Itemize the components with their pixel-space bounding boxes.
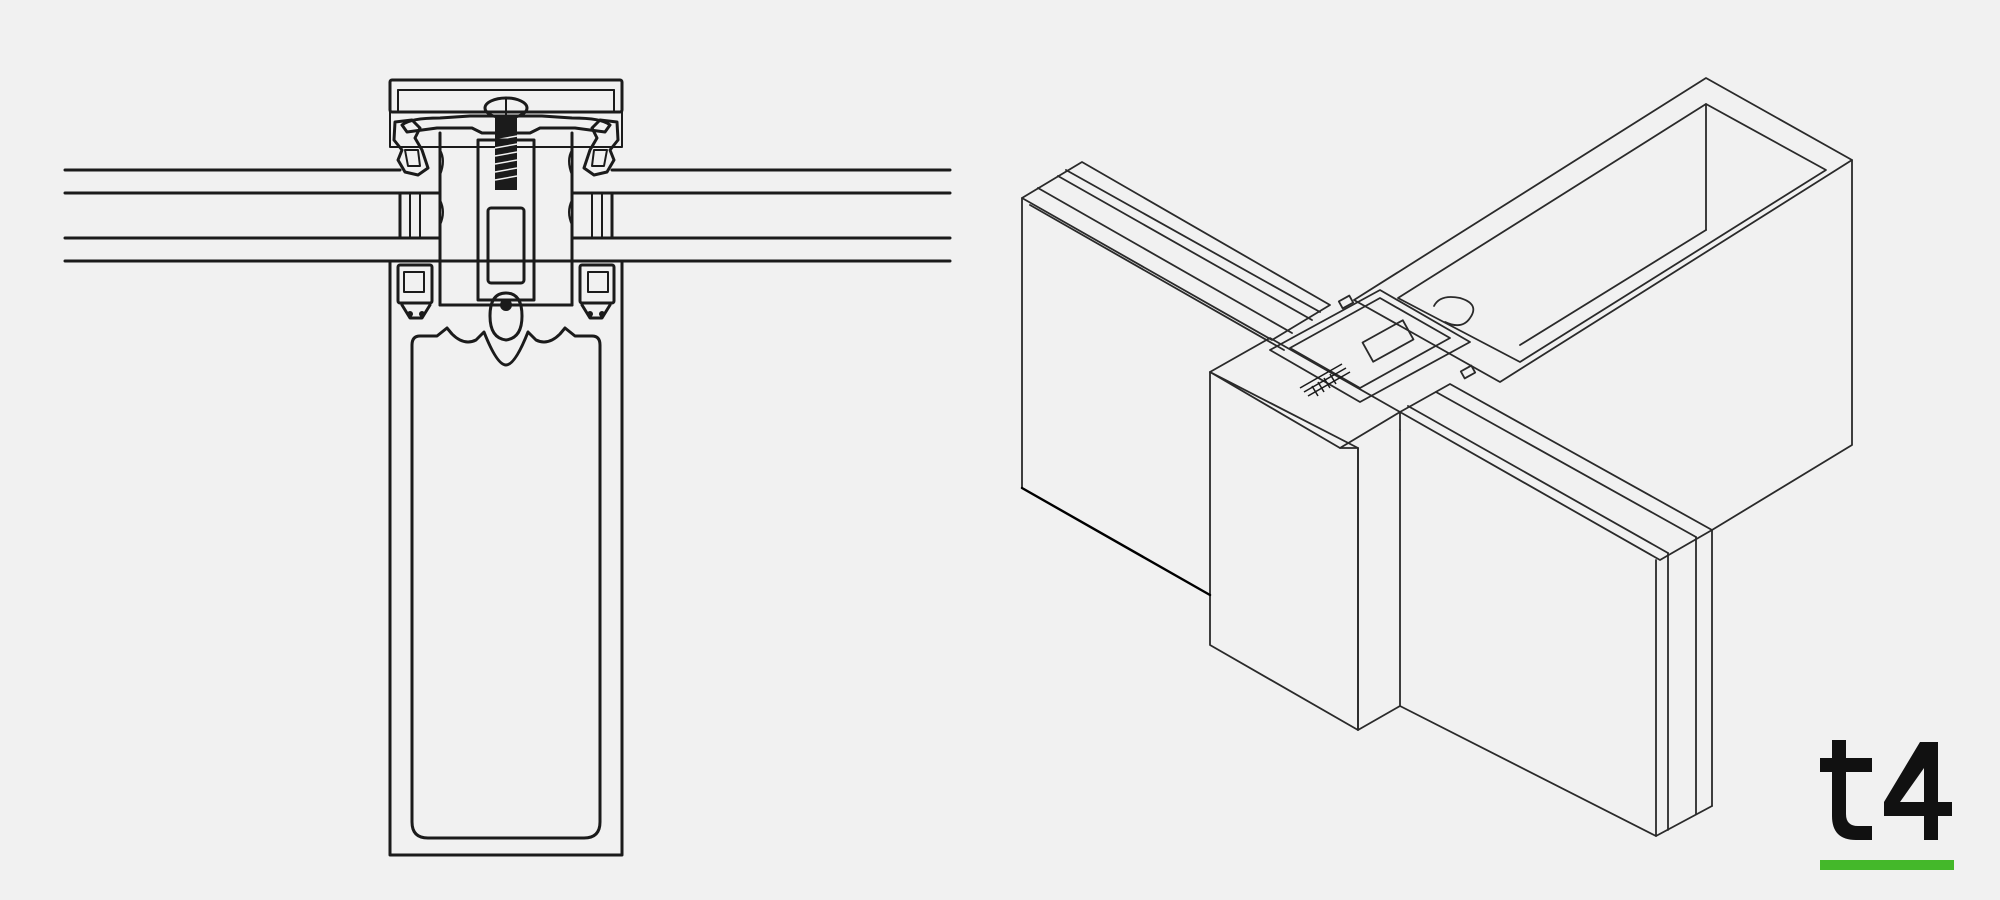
right-glazing-panel (1399, 383, 1713, 837)
left-glazing-unit (63, 168, 402, 263)
transom-box (1353, 77, 1853, 531)
left-outer-gasket (392, 118, 430, 177)
section-view (0, 0, 980, 900)
isometric-view (960, 0, 2000, 900)
joint-connector (1269, 289, 1477, 403)
section-view-drawing (63, 78, 952, 857)
pressure-plate (400, 114, 612, 135)
right-glazing-clip (578, 263, 616, 320)
left-glazing-clip (396, 263, 434, 320)
isometric-view-drawing (1020, 77, 1853, 837)
left-glazing-panel (1021, 161, 1331, 596)
brand-logo: t4 (1820, 740, 1960, 870)
right-outer-gasket (582, 118, 620, 177)
mullion-block (1209, 337, 1401, 731)
mullion-profile (388, 259, 624, 857)
logo-accent-bar (1820, 860, 1954, 870)
inner-spacers (398, 191, 614, 240)
right-glazing-unit (610, 168, 952, 263)
floor-edges (1020, 486, 1212, 597)
t4-logo-icon: t4 (1820, 740, 1952, 840)
fixing-screw (483, 96, 529, 190)
